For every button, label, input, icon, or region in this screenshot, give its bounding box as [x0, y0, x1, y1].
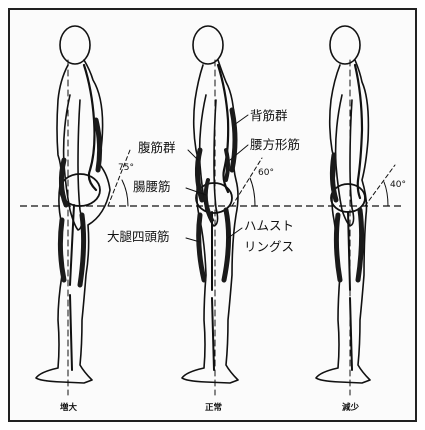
muscle-quad-center: [199, 215, 204, 280]
angle-label-right: 40°: [390, 180, 406, 190]
muscle-quad-right: [336, 215, 340, 280]
arm-left: [64, 95, 82, 230]
label-hamstrings-line1: ハムスト: [244, 218, 294, 233]
muscle-back-center: [232, 110, 235, 170]
angle-label-left: 75°: [118, 163, 134, 173]
leg-bones-center: [212, 212, 214, 370]
muscle-abdominal-right: [332, 155, 336, 200]
head-left: [60, 26, 90, 64]
angle-arc-right: [384, 182, 388, 206]
muscle-back-left: [96, 120, 100, 170]
angle-arc-left: [122, 180, 128, 206]
spine-right: [355, 65, 362, 198]
caption-decreased: 減少: [342, 402, 360, 413]
muscle-ham-right: [358, 210, 362, 280]
label-iliopsoas: 腸腰筋: [133, 179, 171, 194]
figure-decreased-lordosis: [316, 26, 395, 395]
head-center: [193, 26, 223, 64]
muscle-quadratus-center: [226, 150, 228, 180]
label-hamstrings-line2: リングス: [244, 239, 294, 254]
label-abdominal-muscles: 腹筋群: [138, 140, 176, 155]
label-quadratus-lumborum: 腰方形筋: [250, 137, 300, 152]
label-quadriceps: 大腿四頭筋: [107, 229, 170, 244]
angle-line-left: [108, 150, 130, 206]
figure-normal: [182, 26, 262, 395]
figure-increased-lordosis: [36, 26, 130, 395]
angle-arc-center: [250, 178, 255, 206]
leg-bones-left: [70, 205, 74, 370]
caption-normal: 正常: [205, 402, 222, 413]
caption-increased: 増大: [60, 402, 78, 413]
head-right: [330, 26, 360, 64]
angle-label-center: 60°: [258, 168, 274, 178]
muscle-quad-left: [60, 220, 64, 280]
muscle-ham-center: [224, 210, 229, 280]
label-back-muscles: 背筋群: [250, 108, 288, 123]
